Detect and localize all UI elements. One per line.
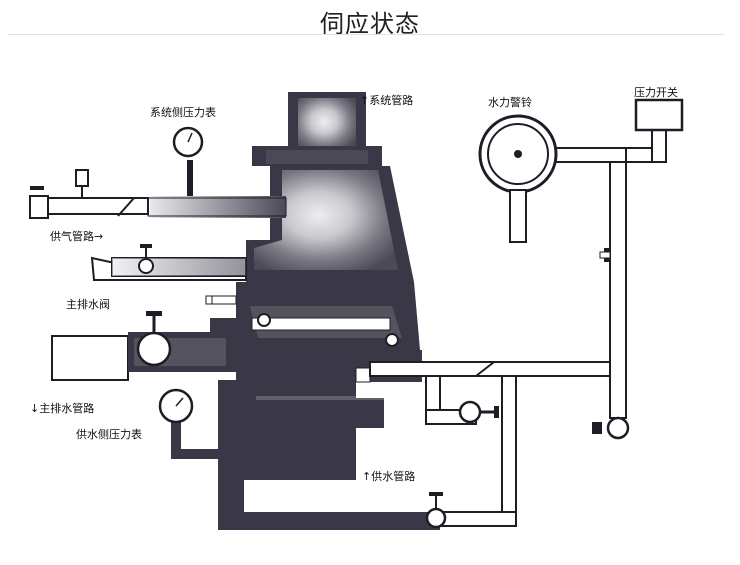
title-divider	[8, 34, 724, 35]
air-regulator[interactable]	[75, 169, 89, 187]
label-main-drain-valve: 主排水阀	[66, 297, 110, 311]
page-title: 伺应状态	[320, 10, 420, 38]
clapper-hinge-left	[257, 313, 271, 327]
label-water-bell: 水力警铃	[488, 95, 532, 109]
alarm-line	[369, 361, 617, 529]
alarm-test-valve[interactable]	[458, 400, 482, 424]
supply-gauge	[158, 388, 218, 459]
label-system-gauge: 系统侧压力表	[150, 105, 216, 119]
air-supply-pipe	[29, 169, 287, 219]
check-valve-air	[117, 197, 135, 217]
main-drain-valve-ball[interactable]	[136, 331, 172, 367]
label-supply-gauge: 供水侧压力表	[76, 427, 142, 441]
system-pipe-top	[252, 92, 382, 166]
alarm-riser	[547, 125, 667, 440]
drain-test-valve[interactable]	[606, 416, 630, 440]
supply-pipe-block	[218, 350, 440, 530]
supply-bypass-valve[interactable]	[425, 507, 447, 529]
label-system-pipe: ↑系统管路	[360, 93, 413, 107]
label-main-drain-pipe: ↓主排水管路	[30, 401, 94, 415]
label-air-pipe: 供气管路→	[50, 229, 103, 243]
label-supply-pipe: ↑供水管路	[362, 469, 415, 483]
label-pressure-switch: 压力开关	[634, 85, 678, 99]
system-gauge	[172, 126, 204, 196]
main-drain-valve[interactable]	[90, 244, 247, 281]
water-alarm-bell	[478, 114, 558, 243]
pressure-switch	[634, 98, 684, 132]
main-drain-pipe	[51, 311, 236, 381]
check-valve-alarm	[475, 361, 495, 377]
clapper-hinge-right	[385, 333, 399, 347]
valve-body	[205, 166, 420, 350]
